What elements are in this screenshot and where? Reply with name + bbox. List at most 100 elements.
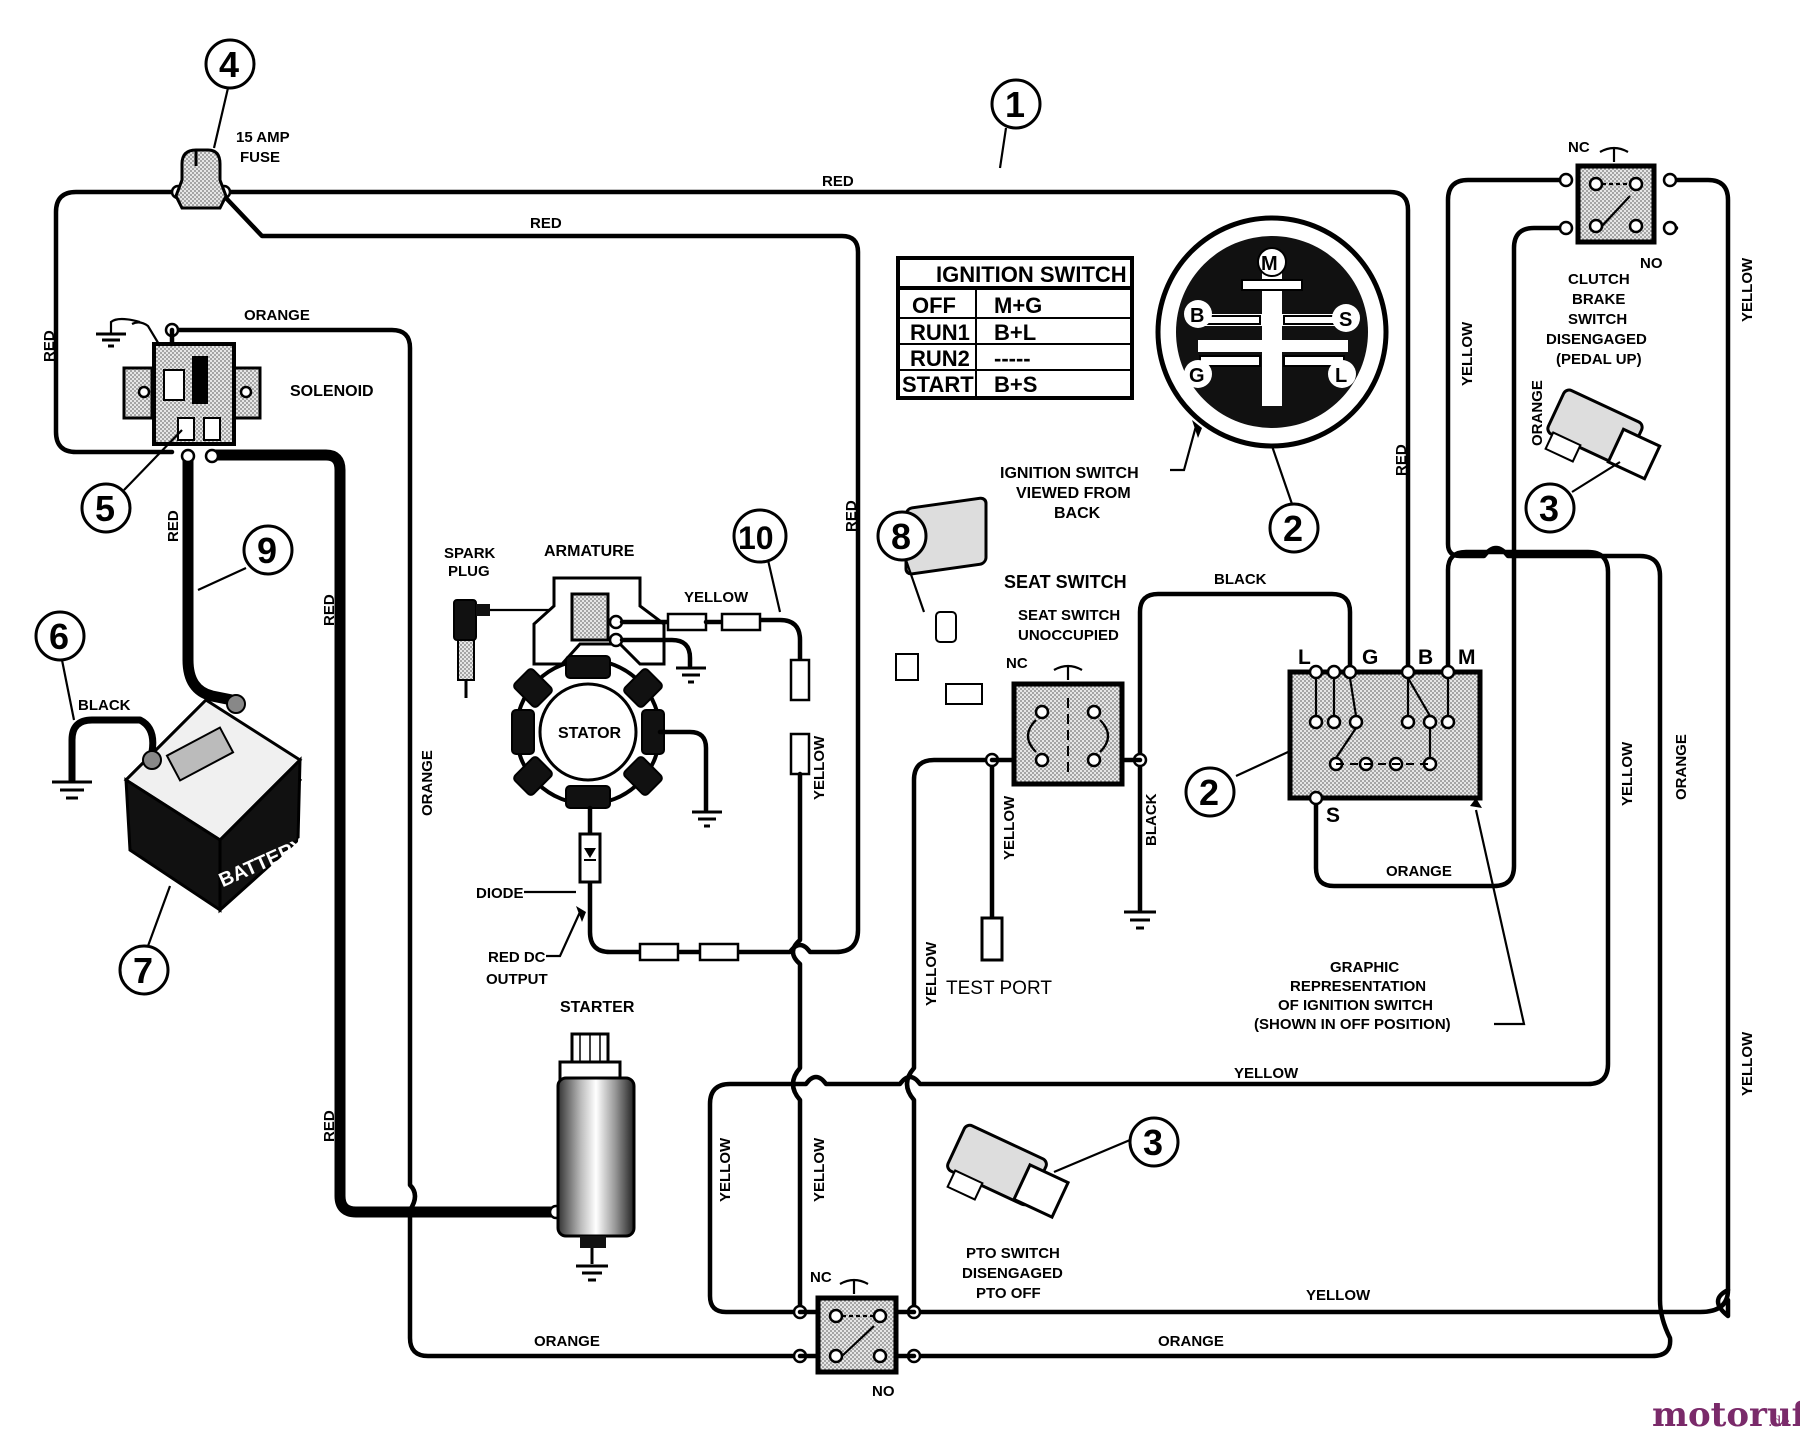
test-port-label: TEST PORT [946,978,1052,999]
ignition-table-row-3-pos: RUN2 [910,346,970,371]
callout-2a: 2 [1283,508,1303,549]
label-red-top: RED [822,173,854,190]
ignition-table-row-1-pos: OFF [912,293,956,318]
pto-label-1: PTO SWITCH [966,1245,1060,1262]
label-yellow-rt-bot: YELLOW [1739,1031,1756,1096]
ignition-view-label-2: VIEWED FROM [1016,485,1131,502]
clutch-brake-switch: NC NO CLUTCH BRAKE SWITCH DISENGAGED (PE… [1544,139,1663,481]
label-yellow-pto-left: YELLOW [717,1137,734,1202]
watermark-logo: motoruf [1652,1395,1800,1435]
red-dc-label-1: RED DC [488,949,546,966]
pto-label-2: DISENGAGED [962,1265,1063,1282]
spark-plug-label-2: PLUG [448,563,490,580]
graphic-term-l: L [1298,646,1311,669]
label-orange-rt: ORANGE [1673,734,1690,800]
fuse-label-1: 15 AMP [236,129,290,146]
switch-back-g: G [1189,365,1205,387]
label-black-battery: BLACK [78,697,131,714]
spark-plug-label-1: SPARK [444,545,496,562]
label-red-starter-1: RED [321,594,338,626]
label-black-seat-top: BLACK [1214,571,1267,588]
label-yellow-seat: YELLOW [1001,795,1018,860]
graphic-term-g: G [1362,646,1378,669]
ignition-table-row-2-pos: RUN1 [910,320,970,345]
ignition-table-row-2-conn: B+L [994,320,1036,345]
label-yellow-10: YELLOW [811,735,828,800]
clutch-label-3: SWITCH [1568,311,1627,328]
clutch-label-2: BRAKE [1572,291,1625,308]
seat-state-label-1: SEAT SWITCH [1018,607,1120,624]
callout-5: 5 [95,488,115,529]
callout-3a: 3 [1539,488,1559,529]
graphic-term-m: M [1458,646,1476,669]
red-dc-label-2: OUTPUT [486,971,548,988]
ignition-table-row-3-conn: ----- [994,346,1031,371]
wire-yellow-pto [911,1287,1731,1315]
wire-orange-solenoid [169,327,803,1359]
clutch-label-1: CLUTCH [1568,271,1630,288]
solenoid: SOLENOID [96,317,374,446]
ignition-table-row-1-conn: M+G [994,293,1042,318]
switch-back-b: B [1190,305,1204,327]
wire-red-dc [587,867,643,955]
label-orange-top: ORANGE [244,307,310,324]
seat-nc-label: NC [1006,655,1028,672]
diode-label: DIODE [476,885,524,902]
wire-red-main [221,189,1411,675]
label-yellow-stator: YELLOW [684,589,749,606]
label-red-battery: RED [165,510,182,542]
test-port: TEST PORT [946,916,1052,999]
callout-2b: 2 [1199,772,1219,813]
watermark-suffix: .de [1768,1414,1790,1430]
ignition-switch-back: M B S G L IGNITION SWITCH VIEWED FROM BA… [1000,215,1389,522]
wire-orange-bottom [911,177,1673,1359]
callout-4: 4 [219,44,239,85]
switch-back-m: M [1261,253,1278,275]
ignition-view-label-3: BACK [1054,505,1101,522]
pto-no-label: NO [872,1383,895,1400]
label-yellow-horiz: YELLOW [1234,1065,1299,1082]
label-yellow-under-seat: YELLOW [923,941,940,1006]
battery: BATTERY [52,694,310,914]
starter: STARTER [556,999,636,1282]
graphic-rep-label-2: REPRESENTATION [1290,978,1426,995]
label-black-seat-v: BLACK [1143,793,1160,846]
graphic-term-b: B [1418,646,1433,669]
label-red-dc: RED [843,500,860,532]
ignition-switch-graphic: L G B M S GRAPHIC REPRESENTATION OF IGNI… [1254,646,1526,1033]
callout-3b: 3 [1143,1122,1163,1163]
ignition-table-title: IGNITION SWITCH [936,262,1127,287]
seat-switch: SEAT SWITCH SEAT SWITCH UNOCCUPIED NC [989,572,1156,930]
seat-state-label-2: UNOCCUPIED [1018,627,1119,644]
armature-label: ARMATURE [544,543,635,560]
pto-label-3: PTO OFF [976,1285,1041,1302]
wire-orange-s [1313,225,1569,889]
label-orange-bottom-left: ORANGE [534,1333,600,1350]
callout-6: 6 [49,616,69,657]
callout-10: 10 [738,520,774,556]
label-yellow-bottom: YELLOW [1306,1287,1371,1304]
wire-red-fuse-stator [223,195,861,955]
watermark: motoruf .de [1652,1395,1800,1435]
label-yellow-pto-mid: YELLOW [811,1137,828,1202]
clutch-nc-label: NC [1568,139,1590,156]
cable-starter [206,449,566,1218]
label-orange-bottom-right: ORANGE [1158,1333,1224,1350]
switch-back-l: L [1335,365,1347,387]
wire-yellow-stator [731,617,803,663]
ignition-view-label-1: IGNITION SWITCH [1000,465,1139,482]
label-orange-s: ORANGE [1386,863,1452,880]
cable-battery [182,449,238,706]
ignition-table-row-4-pos: START [902,372,974,397]
stator-label: STATOR [558,725,622,742]
switch-back-s: S [1339,309,1352,331]
label-red-left: RED [41,330,58,362]
solenoid-label: SOLENOID [290,383,374,400]
label-orange-mid: ORANGE [419,750,436,816]
label-red-ign: RED [1393,444,1410,476]
clutch-no-label: NO [1640,255,1663,272]
label-red-starter-2: RED [321,1110,338,1142]
graphic-rep-label-4: (SHOWN IN OFF POSITION) [1254,1016,1451,1033]
cable-battery-ground [68,716,157,784]
graphic-rep-label-3: OF IGNITION SWITCH [1278,997,1433,1014]
